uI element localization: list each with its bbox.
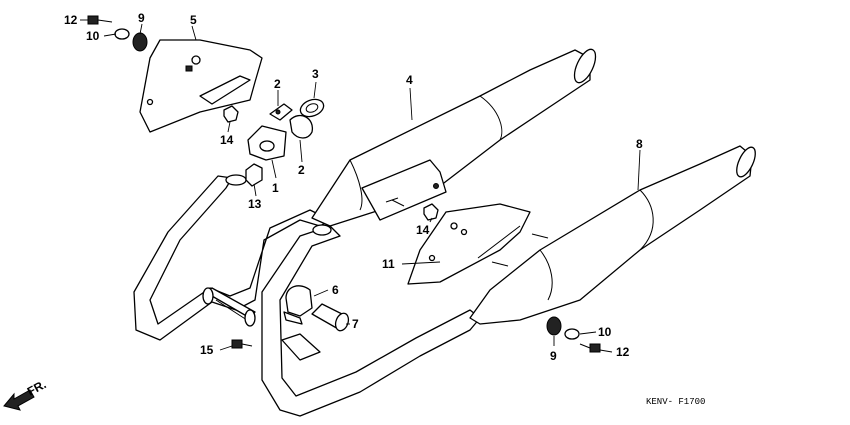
- grommet-9-upper: [132, 32, 148, 52]
- callout-14-upper: 14: [220, 133, 234, 147]
- stud-bolts: [391, 199, 549, 267]
- muffler-lower: [469, 145, 756, 325]
- callout-11: 11: [382, 257, 395, 271]
- crossover-pipe: [202, 287, 256, 327]
- grommet-9-lower: [546, 316, 562, 336]
- callout-12-upper: 12: [64, 13, 78, 27]
- callout-6: 6: [332, 283, 339, 297]
- gasket-flange-1: [247, 125, 287, 161]
- nut-13: [245, 163, 263, 187]
- muffler-upper: [311, 48, 597, 227]
- collar-2-lower: [289, 115, 313, 139]
- callout-8: 8: [636, 137, 643, 151]
- callout-9-lower: 9: [550, 349, 557, 363]
- callout-15: 15: [200, 343, 214, 357]
- callout-2-lower: 2: [298, 163, 305, 177]
- washer-10-upper: [114, 28, 130, 40]
- front-direction-marker: FR.: [3, 377, 48, 411]
- bolt-15: [231, 339, 253, 349]
- callout-7: 7: [352, 317, 359, 331]
- callout-4: 4: [406, 73, 413, 87]
- callout-10-lower: 10: [598, 325, 612, 339]
- callout-2-upper: 2: [274, 77, 281, 91]
- leader-lines: [80, 19, 641, 353]
- callout-12-lower: 12: [616, 345, 630, 359]
- collar-2-upper: [269, 103, 293, 121]
- bracket-lower-11: [407, 203, 531, 285]
- bolt-12-lower: [579, 343, 601, 353]
- callout-10-upper: 10: [86, 29, 100, 43]
- washer-10-lower: [564, 328, 580, 340]
- bracket-upper-5: [139, 39, 263, 133]
- clamp-6: [283, 285, 313, 325]
- gasket-ring-3: [299, 98, 325, 118]
- arrow-left-icon: [3, 389, 35, 411]
- callout-9-upper: 9: [138, 11, 145, 25]
- callout-13: 13: [248, 197, 262, 211]
- sleeve-7: [311, 303, 350, 332]
- callout-5: 5: [190, 13, 197, 27]
- nut-14-lower: [423, 203, 439, 221]
- drawing-code: KENV- F1700: [646, 397, 705, 407]
- nut-14-upper: [223, 105, 239, 123]
- callout-1: 1: [272, 181, 279, 195]
- callout-3: 3: [312, 67, 319, 81]
- bolt-12-upper: [87, 15, 113, 25]
- callout-14-lower: 14: [416, 223, 430, 237]
